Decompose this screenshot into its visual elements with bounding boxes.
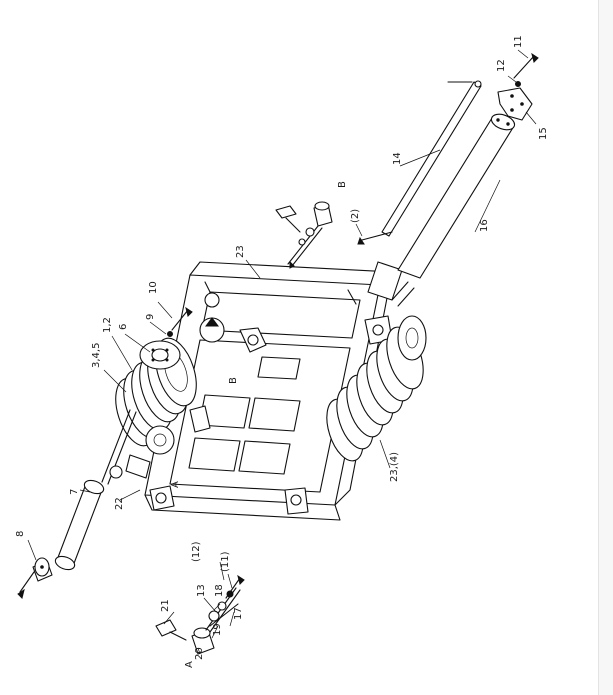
label-13: 13	[196, 584, 207, 597]
label-6: 6	[118, 324, 129, 330]
label-18: 18	[214, 584, 225, 597]
label-15: 15	[538, 127, 549, 140]
label-20: 20	[194, 647, 205, 660]
label-17: 17	[233, 607, 244, 620]
label-19: 19	[212, 623, 223, 636]
right-edge-strip	[598, 0, 613, 695]
callout-labels: 1,2 3,4,5 6 7 8 9 10 11 12 13 14 15 16 1…	[15, 35, 549, 668]
label-a-frame: A	[170, 481, 181, 488]
label-7: 7	[69, 489, 80, 495]
label-a-bottom: A	[184, 661, 195, 668]
label-22: 22	[114, 497, 125, 510]
label-9: 9	[145, 314, 156, 320]
label-12-paren: (12)	[191, 541, 202, 562]
label-23-4: 23,(4)	[389, 452, 400, 482]
label-b-frame: B	[228, 377, 239, 384]
label-b-top: B	[337, 181, 348, 188]
pin-assembly-b	[275, 201, 333, 269]
label-11: 11	[513, 35, 524, 48]
label-21: 21	[160, 599, 171, 612]
label-14: 14	[392, 152, 403, 165]
label-3-4-5: 3,4,5	[91, 343, 102, 368]
upper-right-rod-and-cylinder	[357, 52, 539, 307]
label-16: 16	[479, 219, 490, 232]
pin-9-10	[167, 306, 193, 337]
label-2-paren: (2)	[350, 209, 361, 223]
label-23-top: 23	[235, 245, 246, 258]
label-11-paren: (11)	[220, 551, 231, 572]
leader-lines	[27, 49, 537, 655]
label-10: 10	[148, 281, 159, 294]
exploded-assembly-drawing: 1,2 3,4,5 6 7 8 9 10 11 12 13 14 15 16 1…	[15, 35, 549, 668]
label-1-2: 1,2	[102, 317, 113, 333]
main-frame	[144, 261, 393, 521]
right-sheave-stack	[326, 315, 427, 462]
lower-left-shaft	[17, 409, 151, 599]
label-8: 8	[15, 531, 26, 537]
label-12: 12	[496, 59, 507, 72]
pin-assembly-a	[155, 574, 245, 655]
